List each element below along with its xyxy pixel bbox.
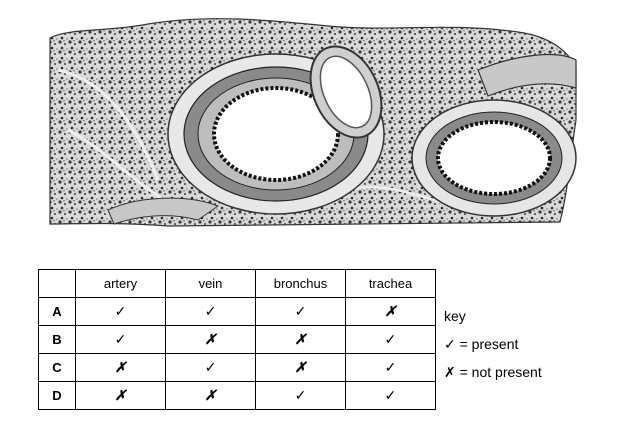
table-row: B ✓ ✗ ✗ ✓ (38, 325, 436, 354)
table-row: A ✓ ✓ ✓ ✗ (38, 297, 436, 326)
answer-table: artery vein bronchus trachea A ✓ ✓ ✓ ✗ B… (38, 269, 436, 410)
table-cell: ✗ (75, 353, 166, 382)
lung-tissue-micrograph (49, 18, 577, 227)
table-cell: ✗ (75, 381, 166, 410)
table-cell: ✓ (345, 325, 436, 354)
row-label: B (38, 325, 76, 354)
table-cell: ✓ (255, 297, 346, 326)
header-row: artery vein bronchus trachea (38, 269, 436, 298)
table-cell: ✗ (165, 381, 256, 410)
column-header: trachea (345, 269, 436, 298)
key-legend: key ✓ = present ✗ = not present (444, 302, 542, 386)
column-header: vein (165, 269, 256, 298)
table-cell: ✓ (75, 325, 166, 354)
key-present: ✓ = present (444, 336, 519, 352)
table-row: C ✗ ✓ ✗ ✓ (38, 353, 436, 382)
key-title: key (444, 308, 466, 324)
row-label: A (38, 297, 76, 326)
table-cell: ✗ (255, 353, 346, 382)
table-cell: ✗ (255, 325, 346, 354)
row-label: C (38, 353, 76, 382)
table-cell: ✓ (345, 353, 436, 382)
table-row: D ✗ ✗ ✓ ✓ (38, 381, 436, 410)
table-cell: ✓ (165, 297, 256, 326)
key-not-present: ✗ = not present (444, 364, 542, 380)
table-cell: ✗ (165, 325, 256, 354)
column-header: bronchus (255, 269, 346, 298)
corner-cell (38, 269, 76, 298)
table-cell: ✓ (75, 297, 166, 326)
table-cell: ✓ (165, 353, 256, 382)
column-header: artery (75, 269, 166, 298)
row-label: D (38, 381, 76, 410)
table-cell: ✓ (345, 381, 436, 410)
table-cell: ✗ (345, 297, 436, 326)
table-cell: ✓ (255, 381, 346, 410)
